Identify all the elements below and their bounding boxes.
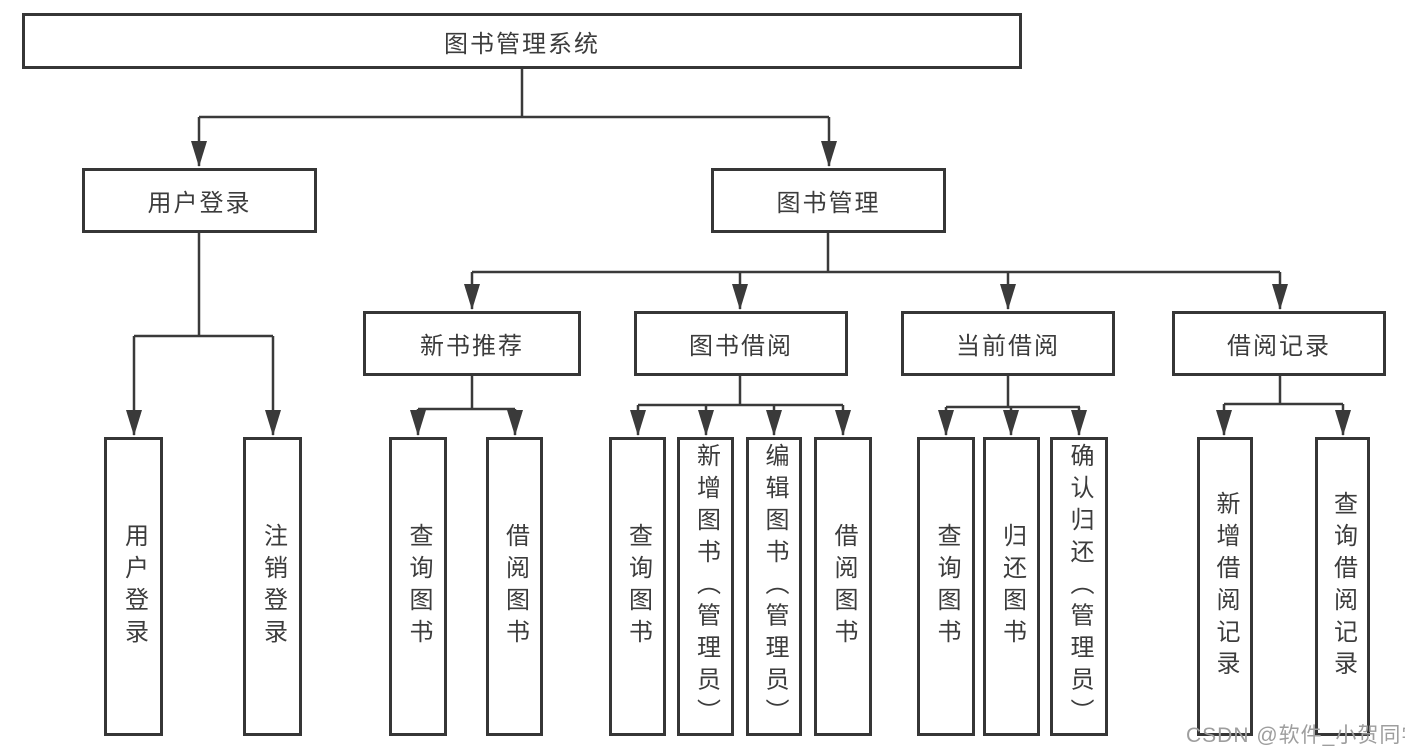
leaf-newrec-borrow-books-label: 借阅图书 xyxy=(501,522,529,651)
leaf-user-login: 用户登录 xyxy=(104,437,163,736)
node-current-borrow: 当前借阅 xyxy=(901,311,1115,376)
node-root-label: 图书管理系统 xyxy=(444,30,600,58)
leaf-records-query-record: 查询借阅记录 xyxy=(1315,437,1370,736)
leaf-logout-label: 注销登录 xyxy=(259,522,287,651)
node-book-management-label: 图书管理 xyxy=(776,190,881,217)
leaf-user-login-label: 用户登录 xyxy=(120,522,148,651)
node-book-management: 图书管理 xyxy=(711,168,946,233)
leaf-borrow-borrow-books-label: 借阅图书 xyxy=(830,522,857,651)
leaf-newrec-query-books: 查询图书 xyxy=(389,437,447,736)
leaf-borrow-borrow-books: 借阅图书 xyxy=(814,437,872,736)
leaf-borrow-edit-books-admin: 编辑图书（管理员） xyxy=(746,437,802,736)
leaf-borrow-edit-books-admin-label: 编辑图书（管理员） xyxy=(761,442,788,731)
leaf-newrec-query-books-label: 查询图书 xyxy=(405,522,432,651)
leaf-newrec-borrow-books: 借阅图书 xyxy=(486,437,543,736)
node-borrow-records-label: 借阅记录 xyxy=(1227,333,1331,360)
leaf-current-return-books-label: 归还图书 xyxy=(998,522,1026,651)
node-new-book-recommend-label: 新书推荐 xyxy=(420,333,524,360)
leaf-records-query-record-label: 查询借阅记录 xyxy=(1329,490,1357,683)
node-book-borrow-label: 图书借阅 xyxy=(689,333,793,360)
leaf-current-confirm-return-admin-label: 确认归还（管理员） xyxy=(1066,442,1093,731)
leaf-current-confirm-return-admin: 确认归还（管理员） xyxy=(1050,437,1108,736)
leaf-borrow-add-books-admin: 新增图书（管理员） xyxy=(677,437,734,736)
leaf-current-query-books-label: 查询图书 xyxy=(933,522,960,651)
node-user-login-label: 用户登录 xyxy=(147,190,252,217)
csdn-watermark: CSDN @软件_小贺同学 xyxy=(1186,724,1405,747)
leaf-current-query-books: 查询图书 xyxy=(917,437,975,736)
leaf-borrow-add-books-admin-label: 新增图书（管理员） xyxy=(692,442,720,731)
node-root: 图书管理系统 xyxy=(22,13,1022,69)
node-borrow-records: 借阅记录 xyxy=(1172,311,1386,376)
leaf-current-return-books: 归还图书 xyxy=(983,437,1040,736)
leaf-borrow-query-books-label: 查询图书 xyxy=(624,522,652,651)
node-current-borrow-label: 当前借阅 xyxy=(956,333,1060,360)
node-user-login: 用户登录 xyxy=(82,168,317,233)
leaf-records-add-record: 新增借阅记录 xyxy=(1197,437,1253,736)
leaf-records-add-record-label: 新增借阅记录 xyxy=(1212,490,1239,683)
leaf-borrow-query-books: 查询图书 xyxy=(609,437,666,736)
node-book-borrow: 图书借阅 xyxy=(634,311,848,376)
leaf-logout: 注销登录 xyxy=(243,437,302,736)
node-new-book-recommend: 新书推荐 xyxy=(363,311,581,376)
